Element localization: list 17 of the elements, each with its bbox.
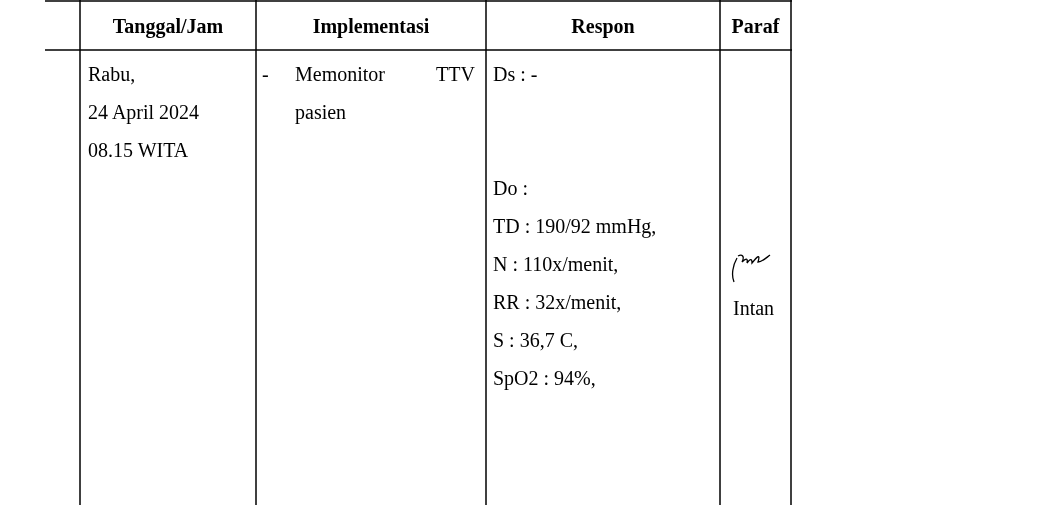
column-header: Implementasi bbox=[311, 14, 431, 38]
time-text: 08.15 WITA bbox=[88, 138, 189, 162]
bullet-dash: - bbox=[262, 62, 269, 86]
response-text: Do : bbox=[493, 176, 528, 200]
vital-sign-text: SpO2 : 94%, bbox=[493, 366, 596, 390]
vital-sign-text: S : 36,7 C, bbox=[493, 328, 579, 352]
column-header: Paraf bbox=[730, 14, 781, 38]
vital-sign-text: N : 110x/menit, bbox=[493, 252, 619, 276]
action-text: Memonitor TTV pasien bbox=[295, 62, 475, 126]
column-header: Respon bbox=[570, 14, 636, 38]
day-text: Rabu, bbox=[88, 62, 136, 86]
column-header: Tanggal/Jam bbox=[111, 14, 225, 38]
vital-sign-text: RR : 32x/menit, bbox=[493, 290, 622, 314]
response-text: Ds : - bbox=[493, 62, 538, 86]
vital-sign-text: TD : 190/92 mmHg, bbox=[493, 214, 657, 238]
signer-name: Intan bbox=[733, 296, 775, 320]
date-text: 24 April 2024 bbox=[88, 100, 200, 124]
